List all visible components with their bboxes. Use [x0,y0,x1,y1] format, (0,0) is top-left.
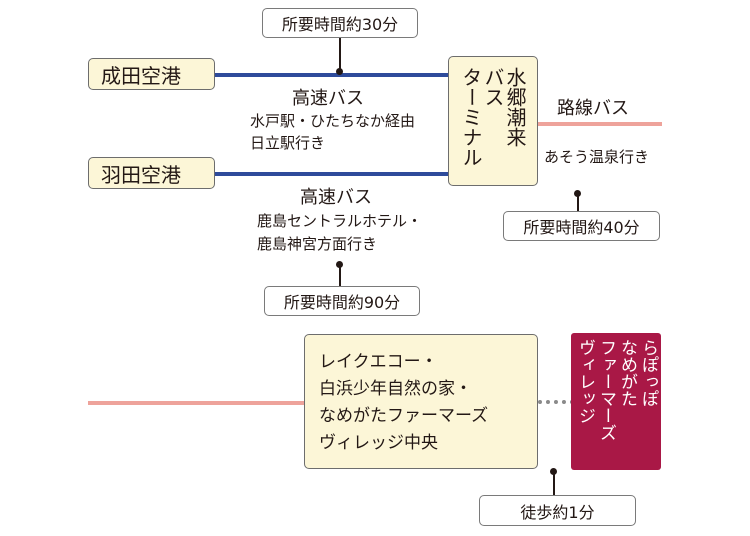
walking-dotted-line [538,400,574,404]
itako-bus-terminal-box: 水郷潮来 バス ターミナル [448,56,538,186]
narita-bus-name: 高速バス [292,88,364,109]
terminal-label-line2: バス [481,67,505,107]
destination-label-line1: らぽっぽ [638,339,658,407]
haneda-bus-time-box: 所要時間約90分 [264,286,420,316]
narita-bus-time-box: 所要時間約30分 [262,8,418,38]
local-bus-line-upper [538,122,662,126]
local-bus-line-lower [88,401,304,405]
walk-time-box: 徒歩約1分 [479,495,636,526]
narita-bus-line [215,73,448,77]
local-bus-time: 所要時間約40分 [523,218,640,237]
destination-box: らぽっぽ なめがた ファーマーズ ヴィレッジ [571,333,661,470]
haneda-bus-time: 所要時間約90分 [283,293,401,312]
destination-label-line4: ヴィレッジ [575,339,595,424]
haneda-time-connector [339,264,341,286]
local-bus-destination: あそう温泉行き [544,148,650,166]
narita-airport-box: 成田空港 [88,58,215,90]
walk-time-connector [553,471,555,495]
haneda-bus-destination-2: 鹿島神宮方面行き [257,235,378,253]
haneda-bus-name: 高速バス [300,187,372,208]
bus-stop-line3: なめがたファーマーズ [319,406,489,426]
bus-stop-box: レイクエコー・ 白浜少年自然の家・ なめがたファーマーズ ヴィレッジ中央 [304,334,538,469]
narita-time-connector-dot [336,68,343,75]
narita-time-connector [339,38,341,72]
haneda-bus-line [215,172,448,176]
narita-bus-time: 所要時間約30分 [281,15,399,34]
destination-label-line3: ファーマーズ [596,339,616,441]
narita-bus-destination: 日立駅行き [250,134,326,152]
haneda-airport-box: 羽田空港 [88,157,215,189]
bus-stop-line1: レイクエコー・ [319,352,438,372]
narita-bus-via: 水戸駅・ひたちなか経由 [250,112,416,130]
bus-stop-line4: ヴィレッジ中央 [319,433,438,453]
haneda-airport-label: 羽田空港 [101,162,181,187]
narita-airport-label: 成田空港 [101,63,181,88]
local-bus-name: 路線バス [557,98,629,119]
local-bus-time-box: 所要時間約40分 [503,211,660,241]
haneda-bus-destination-1: 鹿島セントラルホテル・ [257,212,423,230]
local-bus-time-connector [577,193,579,211]
terminal-label-line3: ターミナル [459,67,483,167]
destination-label-line2: なめがた [617,339,637,407]
terminal-label-line1: 水郷潮来 [503,67,527,147]
walk-time: 徒歩約1分 [520,502,595,522]
bus-stop-line2: 白浜少年自然の家・ [319,379,472,399]
